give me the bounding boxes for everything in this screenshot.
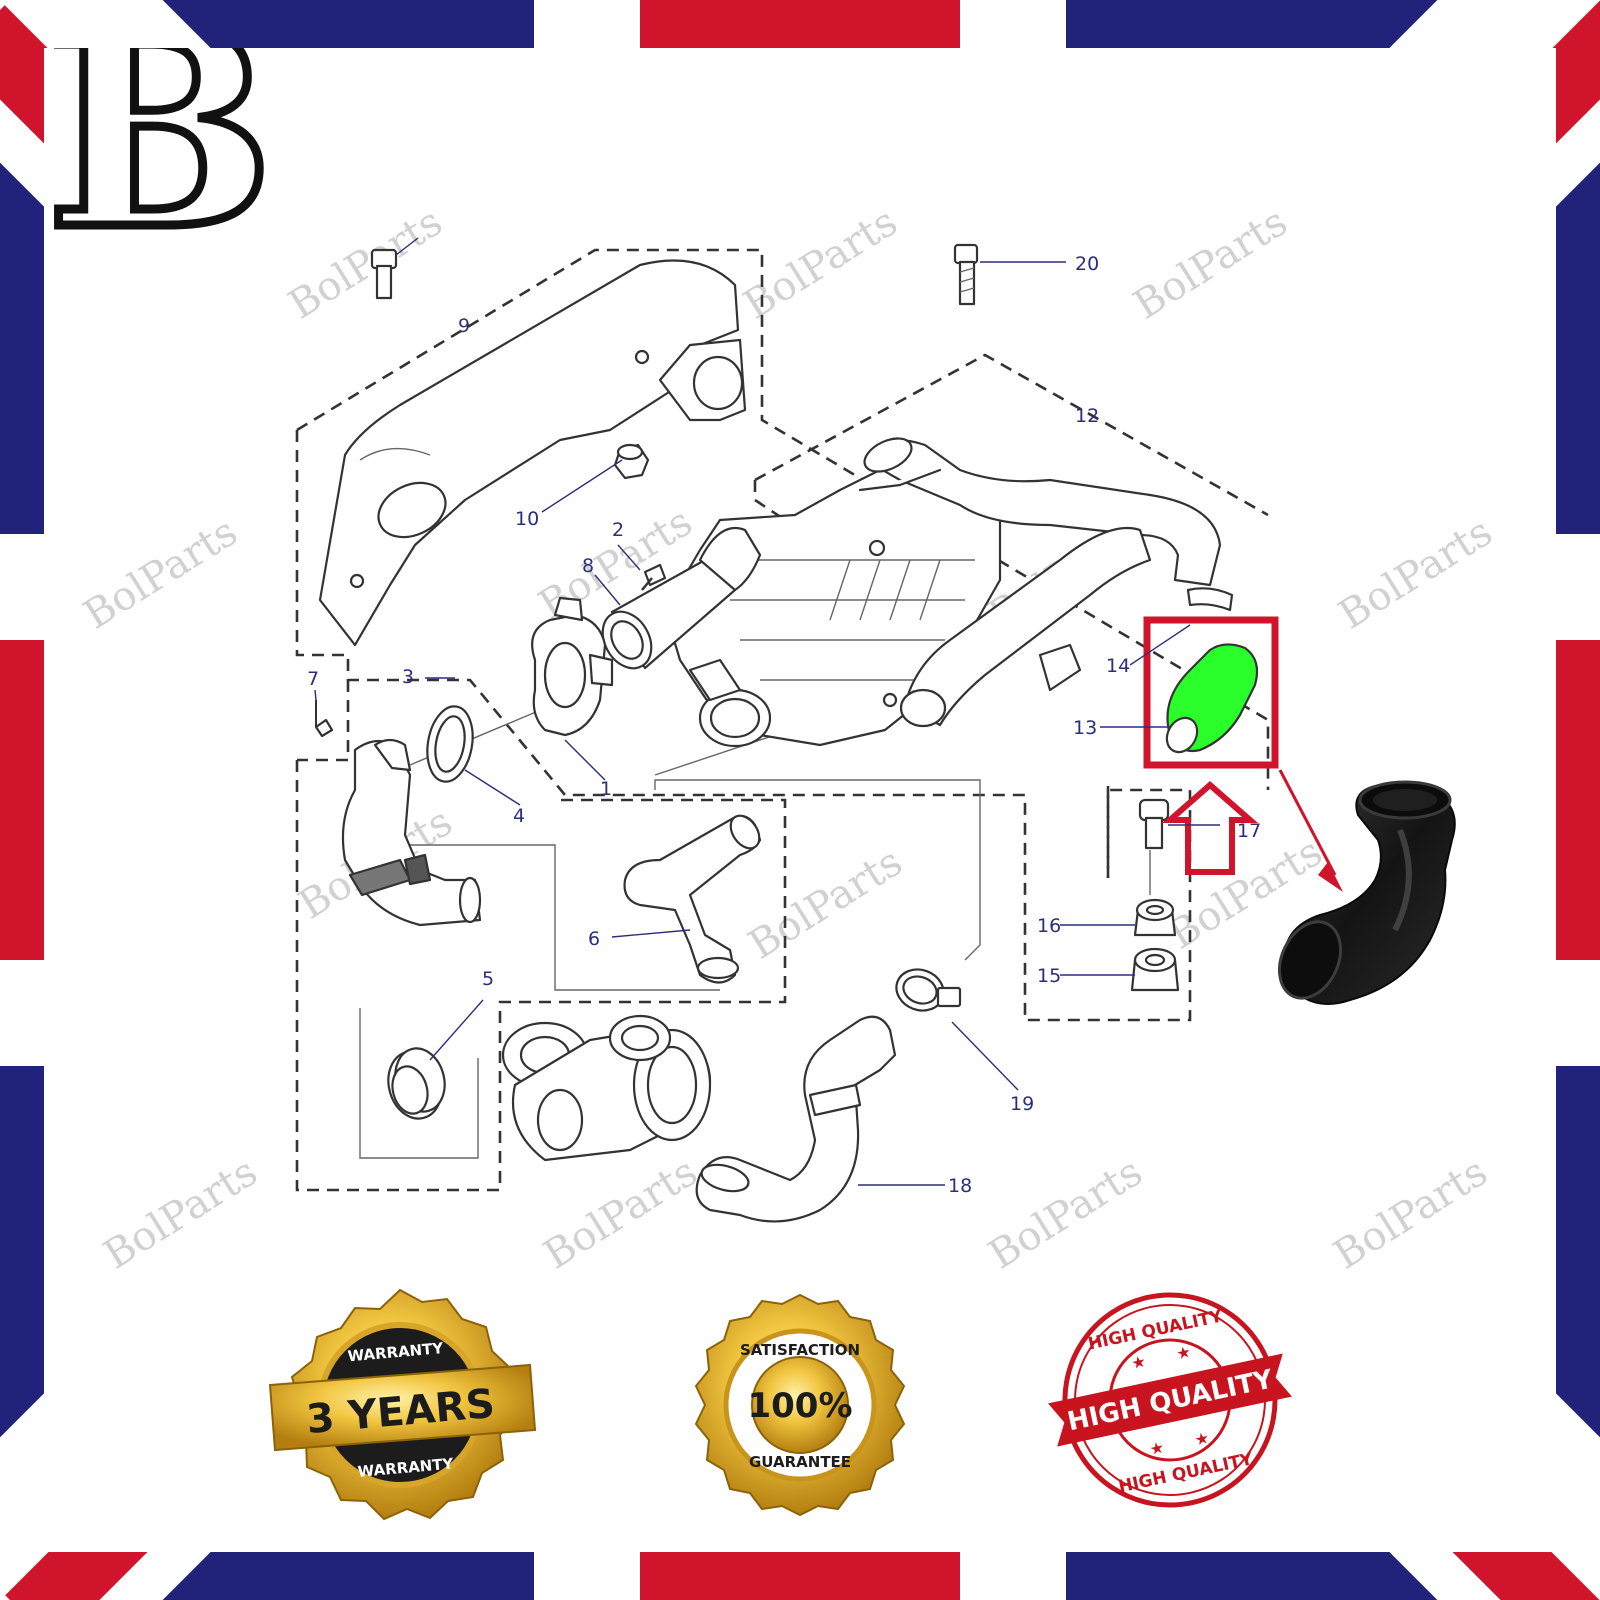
part-tpipe-6 xyxy=(623,814,762,984)
badge-satisfaction: SATISFACTION 100% GUARANTEE xyxy=(694,1293,906,1517)
callout-7: 7 xyxy=(307,668,319,690)
group-outline-3b xyxy=(297,680,350,762)
part-elbow-3 xyxy=(341,738,482,927)
part-valve-1 xyxy=(531,596,614,737)
part-highlighted-hose xyxy=(1165,643,1259,754)
part-hose-18 xyxy=(695,1015,897,1223)
badge-satisfaction-main: 100% xyxy=(747,1386,852,1426)
callout-14: 14 xyxy=(1106,655,1130,677)
callout-1: 1 xyxy=(600,778,612,800)
callout-labels: 1 2 3 4 5 6 7 8 9 10 12 13 14 15 16 17 1… xyxy=(307,253,1261,1197)
star-icon: ★ xyxy=(1148,1439,1166,1459)
part-screw-2 xyxy=(641,563,667,591)
callout-18: 18 xyxy=(948,1175,972,1197)
callout-16: 16 xyxy=(1037,915,1061,937)
badge-satisfaction-top: SATISFACTION xyxy=(740,1341,860,1359)
callout-6: 6 xyxy=(588,928,600,950)
star-icon: ★ xyxy=(1193,1430,1211,1450)
logo-letter: B xyxy=(46,0,274,289)
badge-satisfaction-bottom: GUARANTEE xyxy=(749,1453,851,1471)
part-bolt-17 xyxy=(1138,798,1170,850)
group-outline xyxy=(295,430,1192,1022)
highlight-pointer-line xyxy=(1278,769,1337,876)
group-outline-3 xyxy=(295,760,787,1192)
callout-5: 5 xyxy=(482,968,494,990)
part-ring-4 xyxy=(426,705,474,783)
highlight-up-arrow xyxy=(1162,781,1258,875)
callout-4: 4 xyxy=(513,805,525,827)
group-outline-9 xyxy=(296,248,1270,790)
callout-9: 9 xyxy=(458,315,470,337)
exploded-parts-diagram: 1 2 3 4 5 6 7 8 9 10 12 13 14 15 16 17 1… xyxy=(295,237,1343,1223)
star-icon: ★ xyxy=(1175,1344,1193,1364)
callout-3: 3 xyxy=(402,666,414,688)
part-intercooler-12 xyxy=(663,437,1234,748)
part-bolt-cover xyxy=(370,248,398,300)
part-bolt-20 xyxy=(953,243,979,306)
star-icon: ★ xyxy=(1130,1353,1148,1373)
product-photo-hose xyxy=(1278,780,1456,1005)
callout-20: 20 xyxy=(1075,253,1099,275)
brand-logo: B xyxy=(44,0,279,294)
part-grommet-15 xyxy=(1130,947,1180,992)
part-engine-cover xyxy=(318,259,747,647)
callout-8: 8 xyxy=(582,555,594,577)
part-turbocharger xyxy=(501,1014,712,1162)
part-clamp-19 xyxy=(895,968,962,1012)
highlight-pointer-head xyxy=(1318,862,1343,892)
callout-10: 10 xyxy=(515,508,539,530)
highlight-box xyxy=(1143,616,1279,769)
badge-warranty: WARRANTY 3 YEARS WARRANTY xyxy=(268,1288,537,1521)
callout-17: 17 xyxy=(1237,820,1261,842)
callout-19: 19 xyxy=(1010,1093,1034,1115)
part-ring-5 xyxy=(387,1047,446,1120)
callout-13: 13 xyxy=(1073,717,1097,739)
part-screw-7-left xyxy=(314,700,334,738)
guide-line xyxy=(359,1008,479,1159)
group-outline-12 xyxy=(754,353,1269,517)
guide-line xyxy=(380,844,720,991)
part-tube-8 xyxy=(601,526,762,670)
callout-leaders xyxy=(314,237,1220,1186)
callout-12: 12 xyxy=(1075,405,1099,427)
group-outline-12b xyxy=(753,480,801,532)
callout-15: 15 xyxy=(1037,965,1061,987)
guide-line xyxy=(654,779,981,961)
callout-2: 2 xyxy=(612,519,624,541)
part-grommet-16 xyxy=(1133,898,1177,937)
